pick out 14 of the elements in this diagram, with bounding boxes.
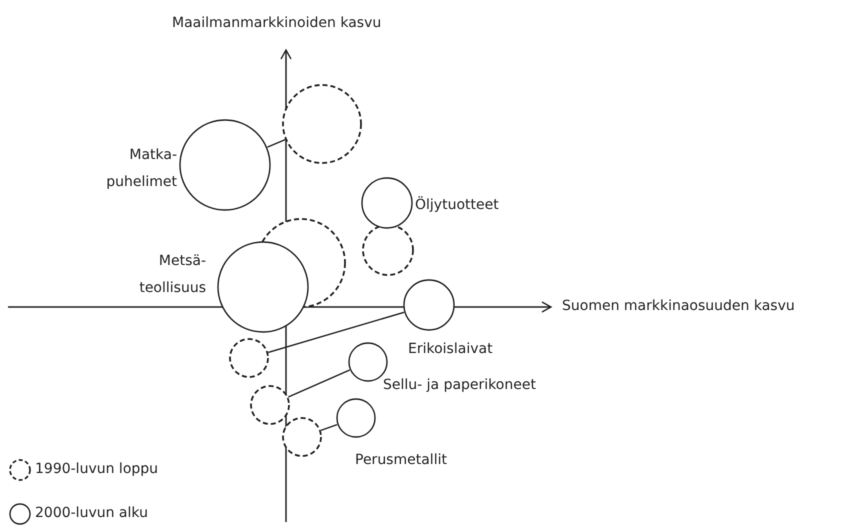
bubble-label: Matka- puhelimet <box>105 146 177 192</box>
bubble-label: Sellu- ja paperikoneet <box>383 376 537 395</box>
connector-line <box>288 369 350 398</box>
bubble-label: Erikoislaivat <box>408 340 494 359</box>
bubble-label: Metsä- teollisuus <box>138 252 206 298</box>
bubble-label: Perusmetallit <box>355 451 448 470</box>
connector-line <box>268 312 404 354</box>
axis-title: Maailmanmarkkinoiden kasvu <box>172 15 382 31</box>
connector-line <box>320 424 338 432</box>
axis-title: Suomen markkinaosuuden kasvu <box>562 298 795 314</box>
bubble-label: Öljytuotteet <box>415 195 500 215</box>
legend-text: 1990-luvun loppu <box>35 461 158 477</box>
legend-text: 2000-luvun alku <box>35 505 148 521</box>
connector-line <box>267 138 286 148</box>
